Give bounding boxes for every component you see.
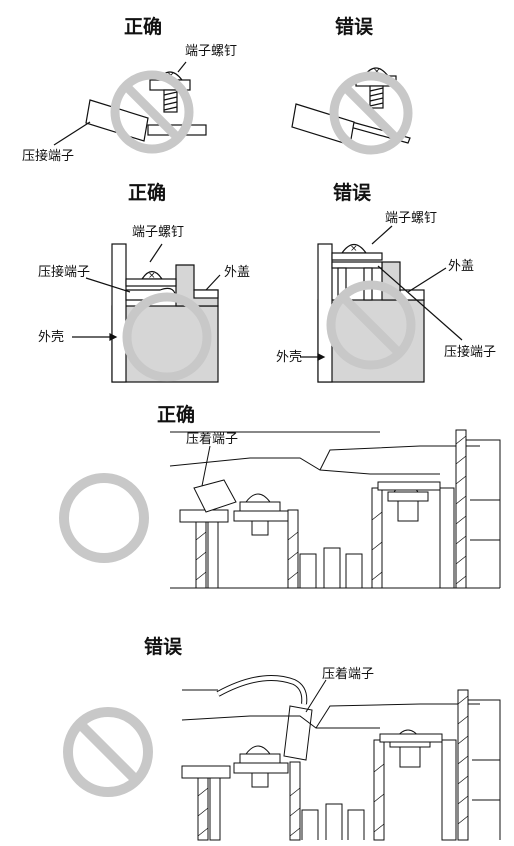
section3-correct-symbol — [59, 473, 149, 563]
section2-cover-label-right: 外盖 — [448, 259, 475, 274]
section4-wrong-title: 错误 — [144, 636, 183, 658]
section2-wrong-prohibit-symbol — [326, 280, 416, 370]
section1-correct-circle-symbol — [110, 70, 194, 154]
section2-correct-circle-symbol — [122, 292, 212, 382]
section1-wrong-prohibit-symbol — [329, 71, 413, 155]
section1-wrong-title: 错误 — [335, 16, 374, 38]
section4-wrong-figure — [181, 675, 501, 841]
section1-correct-title: 正确 — [124, 16, 163, 38]
section2-cover-label-left: 外盖 — [224, 265, 251, 280]
section2-crimp-label-left: 压接端子 — [38, 265, 91, 280]
section4-crimp-label: 压着端子 — [322, 667, 375, 682]
section4-wrong-prohibit-symbol — [63, 707, 153, 797]
section3-correct-title: 正确 — [157, 404, 196, 426]
section3-correct-figure — [169, 429, 501, 589]
section2-crimp-label-right: 压接端子 — [444, 345, 497, 360]
section2-case-label-left: 外壳 — [38, 330, 65, 345]
svg-text:×: × — [350, 244, 358, 254]
section3-crimp-label: 压着端子 — [186, 432, 239, 447]
section1-screw-label: 端子螺钉 — [185, 44, 238, 59]
section2-case-label-right: 外壳 — [276, 350, 303, 365]
section1-crimp-label: 压接端子 — [22, 149, 75, 164]
section2-screw-label-right: 端子螺钉 — [385, 211, 438, 226]
svg-text:×: × — [148, 271, 156, 281]
section2-screw-label-left: 端子螺钉 — [132, 225, 185, 240]
section2-correct-title: 正确 — [128, 182, 167, 204]
section2-wrong-title: 错误 — [333, 182, 372, 204]
